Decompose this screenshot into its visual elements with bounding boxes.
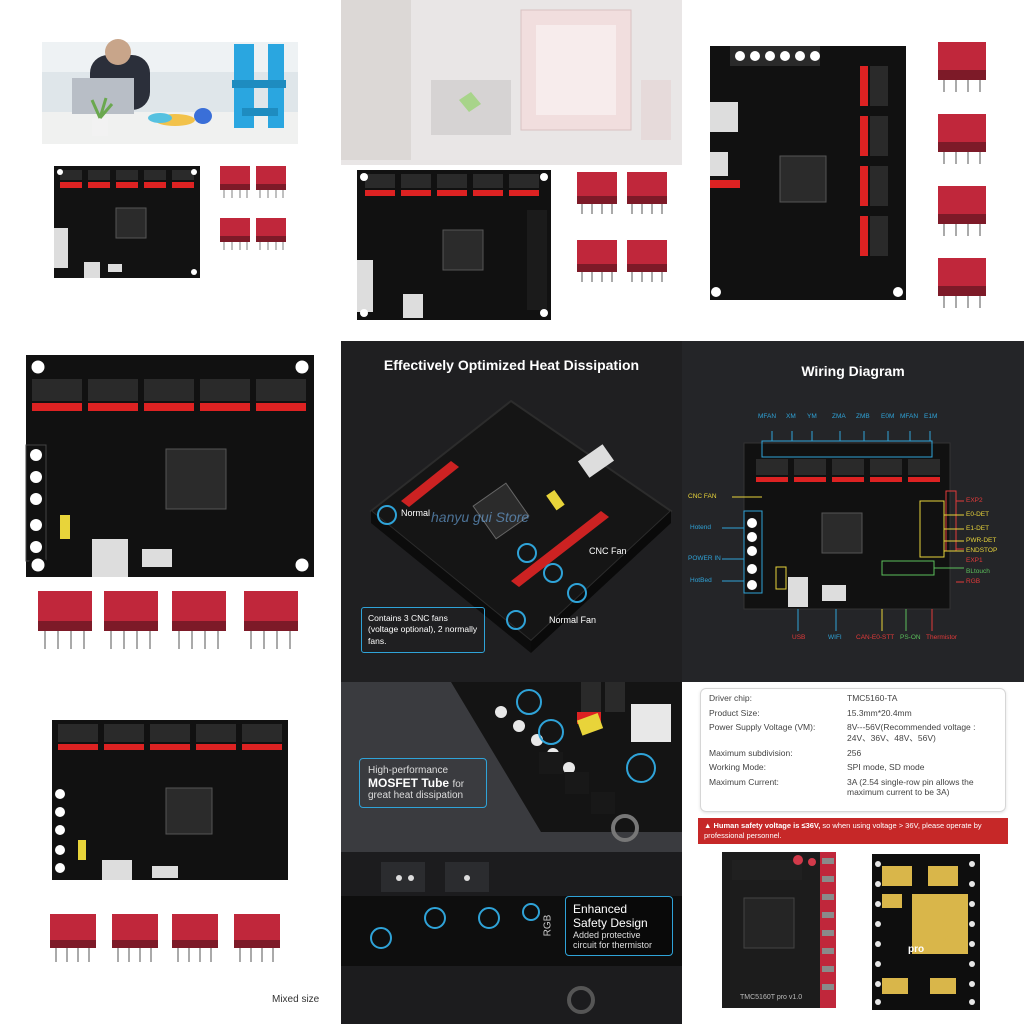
wiring-label-hotbed: HotBed xyxy=(690,577,712,584)
spec-label: Power Supply Voltage (VM): xyxy=(709,722,816,733)
wiring-diagram-panel: Wiring Diagram xyxy=(682,341,1024,682)
spec-label: Maximum subdivision: xyxy=(709,747,793,758)
wiring-board xyxy=(722,431,964,631)
wiring-label-mfan-2: MFAN xyxy=(900,413,919,420)
spec-row: maximum current to be 3A) xyxy=(701,787,1005,798)
mosfet-line-3: for xyxy=(452,779,465,790)
spec-value: TMC5160-TA xyxy=(847,693,898,703)
spec-value: 3A (2.54 single-row pin allows the xyxy=(847,776,974,787)
spec-value: 24V、36V、48V、56V) xyxy=(847,732,936,743)
mixed-size-caption: Mixed size xyxy=(272,994,320,1005)
product-tile-2 xyxy=(341,0,682,341)
wiring-label-zmb: ZMB xyxy=(856,413,870,420)
wiring-label-can: CAN-E0-STT xyxy=(856,634,895,641)
panel-title: Wiring Diagram xyxy=(801,363,905,379)
wiring-label-mfan: MFAN xyxy=(758,413,777,420)
specs-panel: Driver chip: TMC5160-TA Product Size: 15.3m… xyxy=(682,682,1024,1024)
spec-value: SPI mode, SD mode xyxy=(847,762,925,773)
spec-label: Driver chip: xyxy=(709,693,752,703)
safety-line-3: Added protective xyxy=(573,930,641,940)
panel-title: Effectively Optimized Heat Dissipation xyxy=(383,357,640,373)
wiring-label-zma: ZMA xyxy=(832,413,846,420)
wiring-label-e1-det: E1-DET xyxy=(966,525,990,532)
mosfet-callout: High-performance MOSFET Tube for great h… xyxy=(359,758,487,808)
safety-line-4: circuit for thermistor xyxy=(573,940,653,950)
drivers-row xyxy=(50,914,280,962)
spec-value: 256 xyxy=(847,747,862,758)
wiring-label-bltouch: BLtouch xyxy=(966,568,990,575)
board-isometric xyxy=(369,399,673,653)
driver-back-pro: pro xyxy=(908,944,925,955)
spec-row: Power Supply Voltage (VM): 8V---56V(Recom… xyxy=(701,718,1005,733)
wiring-label-thermistor: Thermistor xyxy=(926,634,958,641)
wiring-label-ym: YM xyxy=(807,413,817,420)
warning-icon: ▲ xyxy=(704,821,714,830)
callout-normal-fan: Normal Fan xyxy=(549,615,597,625)
drivers-medium xyxy=(577,172,667,282)
board-small xyxy=(54,166,200,278)
wiring-label-e0m: E0M xyxy=(881,413,895,420)
product-tile-4 xyxy=(0,341,341,682)
spec-row: Driver chip: TMC5160-TA xyxy=(701,689,1005,704)
warning-rest: so when using voltage > 36V, please oper… xyxy=(704,821,982,840)
safety-warning: ▲ Human safety voltage is ≤36V, so when … xyxy=(698,818,1008,844)
safety-line-1: Enhanced xyxy=(573,902,628,916)
safety-callout: Enhanced Safety Design Added protective … xyxy=(565,896,673,956)
wiring-label-e1m: E1M xyxy=(924,413,938,420)
product-tile-3 xyxy=(682,0,1024,341)
spec-label: Working Mode: xyxy=(709,762,767,773)
wiring-label-usb: USB xyxy=(792,634,806,641)
driver-closeups xyxy=(722,852,980,1010)
driver-front-label: TMC5160T pro v1.0 xyxy=(740,994,803,1001)
mosfet-line-1: High-performance xyxy=(368,765,449,776)
wiring-label-cnc-fan: CNC FAN xyxy=(688,493,717,500)
drivers-large xyxy=(38,591,298,649)
spec-table: Driver chip: TMC5160-TA Product Size: 15.3m… xyxy=(700,688,1006,812)
wiring-label-hotend: Hotend xyxy=(690,524,711,531)
spec-row: Product Size: 15.3mm*20.4mm xyxy=(701,704,1005,719)
wiring-label-pwr-det: PWR-DET xyxy=(966,537,997,544)
board-medium xyxy=(357,170,551,320)
product-tile-1 xyxy=(0,0,341,341)
wiring-label-exp2: EXP2 xyxy=(966,497,983,504)
wiring-label-endstop: ENDSTOP xyxy=(966,547,998,554)
board-large xyxy=(25,355,314,577)
spec-value: 8V---56V(Recommended voltage : xyxy=(847,722,976,733)
spec-value: 15.3mm*20.4mm xyxy=(847,707,912,718)
wiring-label-wifi: WIFI xyxy=(828,634,842,641)
spec-value: maximum current to be 3A) xyxy=(847,787,950,798)
callout-normal-top: Normal xyxy=(401,508,431,518)
wiring-label-power-in: POWER IN xyxy=(688,555,721,562)
spec-row: 24V、36V、48V、56V) xyxy=(701,733,1005,744)
wiring-label-e0-det: E0-DET xyxy=(966,511,990,518)
mosfet-safety-panel: RGB High-performance MOSFET Tube for gre… xyxy=(341,682,682,1024)
wiring-label-exp1: EXP1 xyxy=(966,557,983,564)
scene-photo-faded xyxy=(341,0,682,165)
mosfet-line-2: MOSFET Tube xyxy=(368,776,450,790)
wiring-label-rgb: RGB xyxy=(966,578,981,585)
drivers-small xyxy=(220,166,286,250)
callout-cnc-fan: CNC Fan xyxy=(589,546,627,556)
board-vertical xyxy=(710,46,906,300)
wiring-label-ps-on: PS-ON xyxy=(900,634,921,641)
product-tile-7: Mixed size xyxy=(0,682,341,1024)
spec-row: Maximum Current: 3A (2.54 single-row pin … xyxy=(701,773,1005,788)
drivers-vertical xyxy=(938,42,986,308)
board-closeup xyxy=(341,682,682,1024)
driver-back-label: TMC5160T xyxy=(940,906,950,952)
heat-dissipation-panel: Effectively Optimized Heat Dissipation N… xyxy=(341,341,682,682)
spec-row: Working Mode: SPI mode, SD mode xyxy=(701,758,1005,773)
fan-note: Contains 3 CNC fans (voltage optional), … xyxy=(361,607,485,654)
spec-row: Maximum subdivision: 256 xyxy=(701,744,1005,759)
board-large-2 xyxy=(52,720,288,880)
mosfet-line-4: great heat dissipation xyxy=(368,790,464,801)
warning-bold: Human safety voltage is ≤36V, xyxy=(713,821,821,830)
scene-photo xyxy=(42,39,298,144)
safety-line-2: Safety Design xyxy=(573,916,648,930)
wiring-label-xm: XM xyxy=(786,413,796,420)
watermark: hanyu gui Store xyxy=(431,509,530,525)
spec-label: Product Size: xyxy=(709,707,760,718)
rgb-board-text: RGB xyxy=(542,914,554,937)
spec-label: Maximum Current: xyxy=(709,776,779,787)
